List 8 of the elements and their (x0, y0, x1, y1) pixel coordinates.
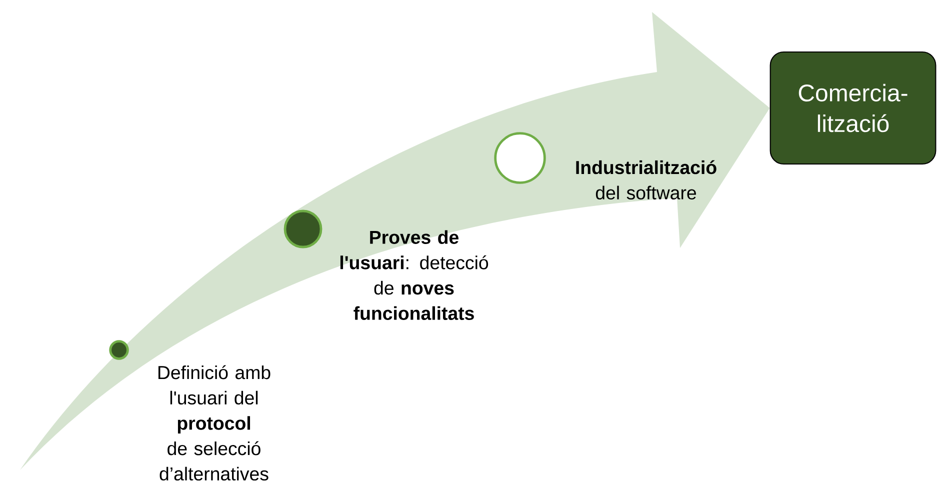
milestone-circle (109, 340, 129, 360)
milestone-circle (494, 132, 546, 184)
step-text: Industrialització del software (576, 160, 716, 200)
stage-box: Comercia- lització (770, 51, 936, 165)
curved-arrow (20, 12, 770, 470)
step-text: Proves de l'usuari: detecció de noves funcionalitats (340, 230, 488, 320)
step-text: Definició amb l'usuari del protocol de selecció d’alternatives (158, 365, 270, 481)
milestone-circle (284, 210, 322, 248)
